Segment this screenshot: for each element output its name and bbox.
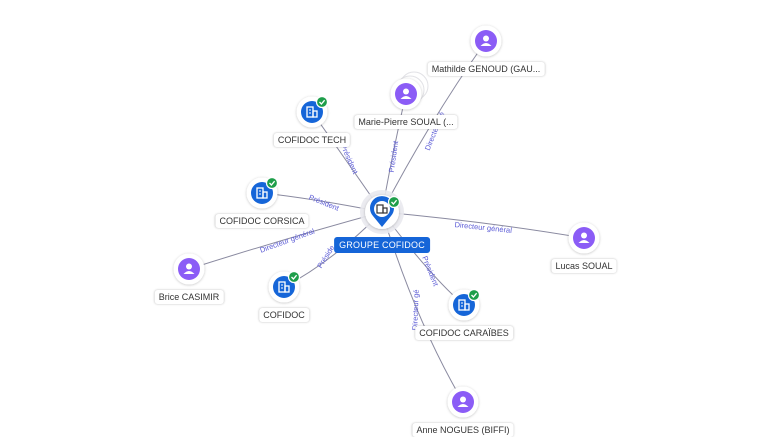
edge-line <box>381 211 585 239</box>
node-label-lucas[interactable]: Lucas SOUAL <box>551 259 617 273</box>
nodes-layer <box>173 25 600 418</box>
node-label-mathilde[interactable]: Mathilde GENOUD (GAU... <box>427 62 545 76</box>
node-label-anne[interactable]: Anne NOGUES (BIFFI) <box>412 423 514 437</box>
building-icon <box>301 101 323 123</box>
building-icon <box>273 276 295 298</box>
node-anne[interactable] <box>447 386 479 418</box>
edge-label: Président <box>420 255 441 289</box>
center-node[interactable] <box>360 190 404 234</box>
building-icon <box>453 294 475 316</box>
check-badge-icon <box>265 176 279 190</box>
center-node-label[interactable]: GROUPE COFIDOC <box>334 237 430 253</box>
node-tech[interactable] <box>296 95 329 128</box>
edge-line <box>188 211 383 270</box>
check-badge-icon <box>387 195 401 209</box>
person-icon <box>475 30 497 52</box>
node-label-tech[interactable]: COFIDOC TECH <box>273 133 351 147</box>
building-icon <box>251 182 273 204</box>
person-icon <box>395 83 417 105</box>
check-badge-icon <box>467 288 481 302</box>
node-label-cofidoc[interactable]: COFIDOC <box>259 308 309 322</box>
edge-label: Président <box>308 193 342 214</box>
node-lucas[interactable] <box>568 222 600 254</box>
node-corsica[interactable] <box>246 176 279 209</box>
node-mariepierre[interactable] <box>390 71 429 110</box>
node-label-caraibes[interactable]: COFIDOC CARAÏBES <box>415 326 513 340</box>
node-brice[interactable] <box>173 253 205 285</box>
edge-label: Président <box>339 143 360 176</box>
node-cofidoc[interactable] <box>268 270 301 303</box>
edge-label: Président <box>387 139 400 173</box>
node-label-corsica[interactable]: COFIDOC CORSICA <box>215 214 309 228</box>
edge-label: Directeur général <box>454 220 512 235</box>
check-badge-icon <box>287 270 301 284</box>
node-mathilde[interactable] <box>470 25 502 57</box>
edge-label: Directeur gé <box>410 289 420 330</box>
person-icon <box>178 258 200 280</box>
edge-label: Directeur général <box>259 226 316 254</box>
node-label-mariepierre[interactable]: Marie-Pierre SOUAL (... <box>354 115 458 129</box>
building-icon <box>376 204 388 214</box>
node-label-brice[interactable]: Brice CASIMIR <box>154 290 224 304</box>
check-badge-icon <box>315 95 329 109</box>
node-caraibes[interactable] <box>448 288 481 321</box>
person-icon <box>573 227 595 249</box>
person-icon <box>452 391 474 413</box>
